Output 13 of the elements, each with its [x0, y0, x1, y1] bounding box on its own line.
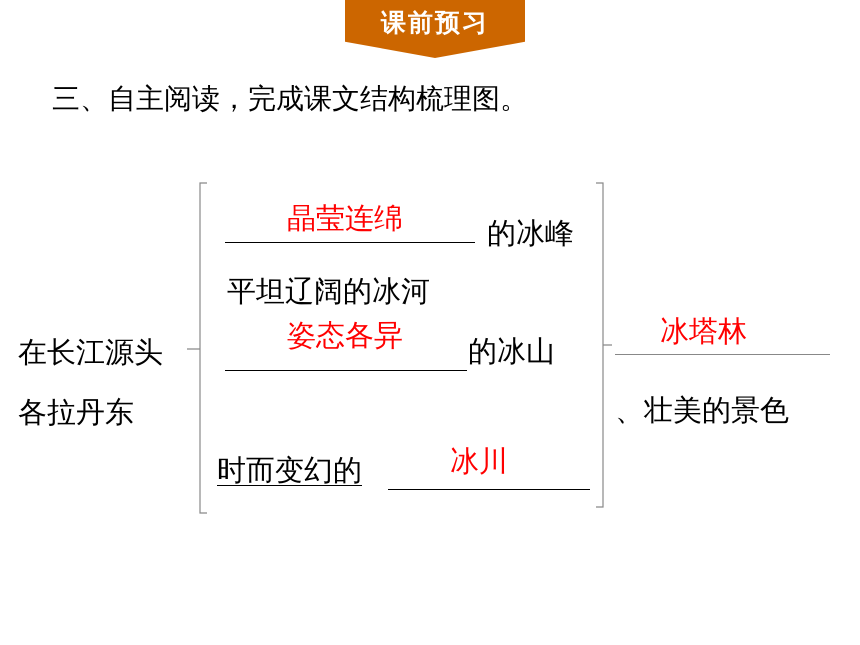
label-text: 时而变幻的	[217, 453, 362, 488]
label-text: 的冰山	[468, 334, 555, 369]
answer-text: 冰川	[450, 444, 508, 479]
banner-text: 课前预习	[381, 8, 489, 38]
label-text: 在长江源头各拉丹东	[18, 334, 164, 431]
answer-text: 晶莹连绵	[287, 201, 403, 236]
label-text: 平坦辽阔的冰河	[227, 274, 430, 309]
label-text: 的冰峰	[487, 216, 574, 251]
section-banner	[345, 0, 525, 58]
instruction-title: 三、自主阅读，完成课文结构梳理图。	[52, 81, 528, 117]
label-text: 、壮美的景色	[615, 393, 789, 428]
answer-text: 冰塔林	[660, 314, 747, 349]
answer-text: 姿态各异	[287, 318, 403, 353]
